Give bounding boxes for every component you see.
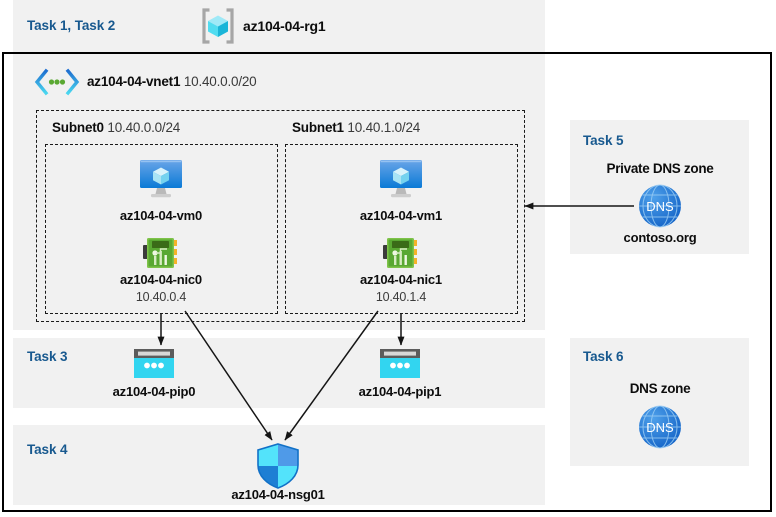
nsg-label: az104-04-nsg01 bbox=[231, 487, 325, 502]
task-label-pip: Task 3 bbox=[27, 349, 68, 364]
vnet-header: az104-04-vnet1 10.40.0.0/20 bbox=[87, 74, 257, 89]
task-label-rg: Task 1, Task 2 bbox=[27, 18, 116, 33]
nic0-label: az104-04-nic0 bbox=[120, 272, 202, 287]
resource-group-icon bbox=[200, 8, 236, 44]
pip0-label: az104-04-pip0 bbox=[112, 384, 196, 399]
subnet1-cidr: 10.40.1.0/24 bbox=[347, 120, 421, 135]
public-ip-panel bbox=[13, 338, 545, 408]
private-dns-title: Private DNS zone bbox=[606, 161, 714, 176]
dns-icon-text: DNS bbox=[646, 199, 674, 214]
subnet1-header: Subnet1 10.40.1.0/24 bbox=[292, 120, 420, 135]
public-ip-address-icon bbox=[134, 349, 174, 378]
virtual-network-icon bbox=[34, 68, 80, 96]
network-interface-icon bbox=[382, 236, 420, 270]
dns-zone-icon: DNS bbox=[638, 184, 682, 228]
vnet-name: az104-04-vnet1 bbox=[87, 74, 181, 89]
task-label-nsg: Task 4 bbox=[27, 442, 68, 457]
virtual-machine-icon bbox=[137, 159, 185, 199]
resource-group-band bbox=[13, 0, 545, 52]
nic1-ip: 10.40.1.4 bbox=[375, 290, 427, 304]
subnet0-name: Subnet0 bbox=[52, 120, 104, 135]
virtual-machine-icon bbox=[377, 159, 425, 199]
dns-zone-icon: DNS bbox=[638, 405, 682, 449]
task-label-private-dns: Task 5 bbox=[583, 133, 624, 148]
subnets-container bbox=[36, 110, 525, 322]
resource-group-name: az104-04-rg1 bbox=[243, 18, 326, 34]
public-dns-title: DNS zone bbox=[629, 381, 691, 396]
subnet0-header: Subnet0 10.40.0.0/24 bbox=[52, 120, 180, 135]
subnet0-cidr: 10.40.0.0/24 bbox=[107, 120, 181, 135]
nic0-ip: 10.40.0.4 bbox=[135, 290, 187, 304]
public-ip-address-icon bbox=[380, 349, 420, 378]
subnet1-name: Subnet1 bbox=[292, 120, 344, 135]
vm0-label: az104-04-vm0 bbox=[119, 208, 203, 223]
network-interface-icon bbox=[142, 236, 180, 270]
task-label-public-dns: Task 6 bbox=[583, 349, 624, 364]
vnet-cidr: 10.40.0.0/20 bbox=[183, 74, 257, 89]
diagram-outer-frame bbox=[2, 52, 772, 512]
dns-icon-text: DNS bbox=[646, 420, 674, 435]
private-dns-zone-name: contoso.org bbox=[623, 230, 697, 245]
vnet-panel bbox=[13, 54, 545, 330]
nic1-label: az104-04-nic1 bbox=[360, 272, 442, 287]
pip1-label: az104-04-pip1 bbox=[358, 384, 442, 399]
vm1-label: az104-04-vm1 bbox=[359, 208, 443, 223]
network-security-group-icon bbox=[257, 443, 299, 489]
